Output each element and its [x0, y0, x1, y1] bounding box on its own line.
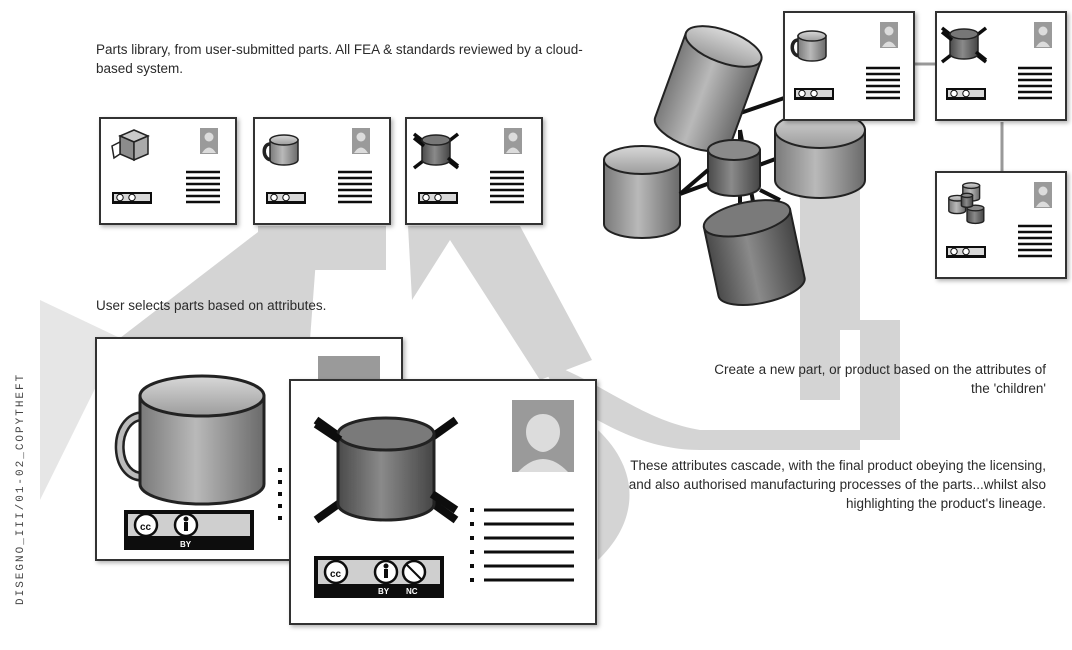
library-card-mug[interactable]: [253, 117, 391, 225]
user-selects-caption: User selects parts based on attributes.: [96, 298, 327, 313]
cascade-caption: These attributes cascade, with the final…: [628, 458, 1046, 511]
cc-label-2: cc: [330, 569, 342, 580]
avatar-icon: [512, 400, 574, 472]
cc-label: cc: [140, 522, 152, 533]
nc-label: NC: [406, 587, 418, 596]
parts-library-caption: Parts library, from user-submitted parts…: [96, 42, 583, 76]
product-card-crossed[interactable]: [935, 11, 1067, 121]
license-badge-by: [124, 510, 254, 550]
library-card-cube[interactable]: [99, 117, 237, 225]
card-links: [912, 62, 1004, 172]
selected-card-crossed[interactable]: cc BY NC: [289, 379, 597, 625]
product-card-cluster[interactable]: [935, 171, 1067, 279]
side-caption: DISEGNO_III/01-02_COPYTHEFT: [15, 372, 27, 605]
product-card-mug[interactable]: [783, 11, 915, 121]
library-card-crossed[interactable]: [405, 117, 543, 225]
by-label-2: BY: [378, 587, 390, 596]
assembly-cluster: [603, 25, 866, 306]
create-new-caption: Create a new part, or product based on t…: [714, 362, 1046, 396]
by-label: BY: [180, 540, 192, 549]
license-badge-by-nc: [314, 556, 444, 598]
